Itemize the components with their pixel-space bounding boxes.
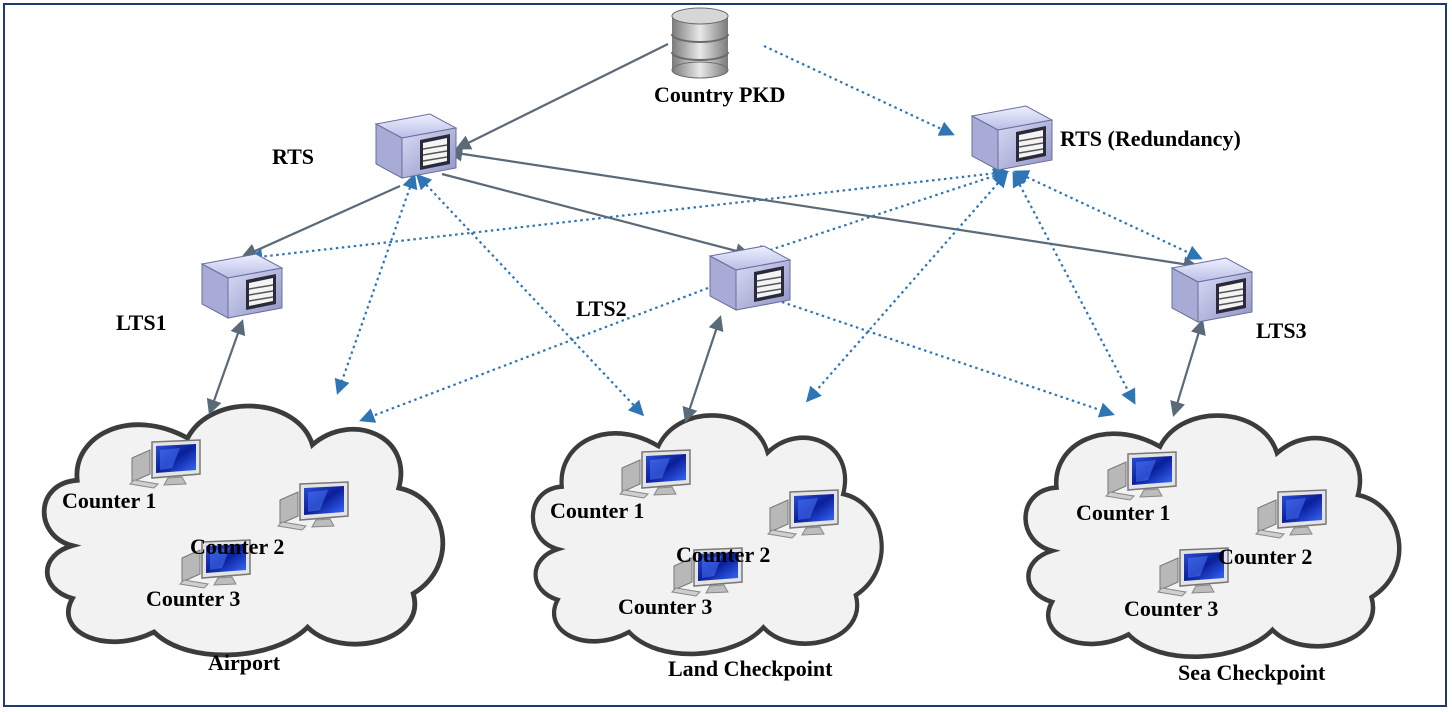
link-lts2-sea [781, 300, 1115, 418]
counter-label: Counter 2 [676, 542, 770, 567]
link-rts-lts1 [241, 184, 401, 258]
server-icon [375, 113, 457, 179]
server-icon [971, 105, 1053, 171]
link-rts-airport [334, 173, 418, 395]
counter-label: Counter 1 [550, 498, 644, 523]
link-rtsr-lts3 [1013, 170, 1203, 260]
link-lts1-airport [206, 319, 246, 415]
counter-label: Counter 3 [146, 586, 240, 611]
link-rtsr-land [805, 171, 1009, 403]
counter-label: Counter 1 [1076, 500, 1170, 525]
counter-label: Counter 2 [1218, 544, 1312, 569]
link-lts2-land [682, 315, 724, 423]
link-rts-land [415, 173, 645, 417]
counter-label: Counter 3 [1124, 596, 1218, 621]
counter-label: Counter 3 [618, 594, 712, 619]
rts-label: RTS [272, 144, 314, 169]
link-pkd-rts [455, 43, 669, 150]
link-rtsr-lts2 [749, 168, 1009, 260]
link-lts2-airport [359, 286, 709, 423]
counter-label: Counter 1 [62, 488, 156, 513]
lts3-label: LTS3 [1256, 318, 1307, 343]
counter-label: Counter 2 [190, 534, 284, 559]
lts2-label: LTS2 [576, 296, 627, 321]
diagram-frame [3, 3, 1447, 707]
link-rtsr-sea [1012, 171, 1136, 405]
country-pkd-label: Country PKD [654, 82, 785, 107]
lts1-label: LTS1 [116, 310, 167, 335]
cloud-airport [44, 406, 443, 655]
server-icon [1171, 257, 1253, 323]
server-icon [709, 245, 791, 311]
dotted-links [246, 45, 1203, 423]
link-rtsr-lts1 [246, 165, 1010, 265]
link-pkd-rts-redundancy [763, 45, 955, 136]
link-rts-lts2 [441, 172, 751, 259]
server-icon [201, 253, 283, 319]
site-label-sea-checkpoint: Sea Checkpoint [1178, 660, 1326, 685]
link-lts3-sea [1170, 319, 1206, 417]
site-label-airport: Airport [208, 650, 281, 675]
site-label-land-checkpoint: Land Checkpoint [668, 656, 833, 681]
rts-redundancy-label: RTS (Redundancy) [1060, 126, 1241, 151]
link-rts-lts3 [446, 146, 1200, 272]
database-icon [671, 7, 729, 79]
